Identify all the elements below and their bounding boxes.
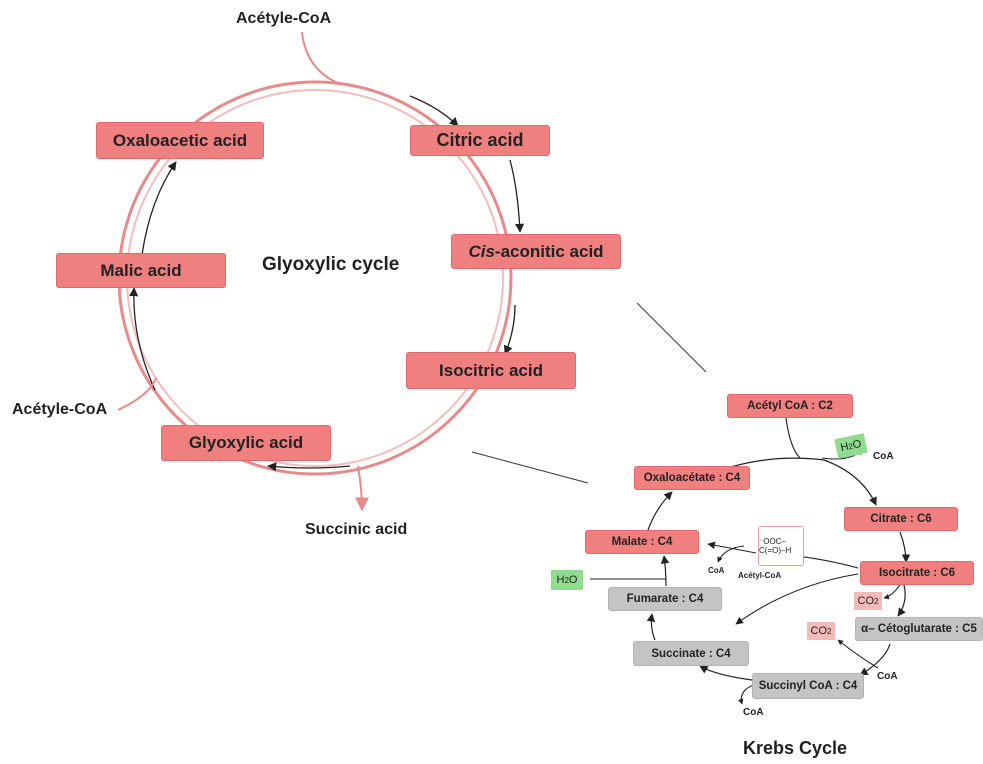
krebs-node-succinyl-coa: Succinyl CoA : C4 xyxy=(752,673,864,699)
acetyl-coa-left-label: Acétyle-CoA xyxy=(12,401,108,418)
krebs-node-fumarate: Fumarate : C4 xyxy=(608,587,722,611)
krebs-node-isocitrate: Isocitrate : C6 xyxy=(860,561,974,585)
krebs-cycle-title: Krebs Cycle xyxy=(743,738,848,758)
node-cis-aconitic-acid: Cis-aconitic acid xyxy=(451,234,621,269)
node-glyoxylic-acid: Glyoxylic acid xyxy=(161,425,331,461)
succinic-acid-label: Succinic acid xyxy=(305,521,408,538)
arrow-to-oxaloacetic xyxy=(141,161,177,256)
zoom-line-bottom xyxy=(471,451,589,484)
acetyl-coa-top-label: Acétyle-CoA xyxy=(236,10,332,27)
krebs-coa-malate: CoA xyxy=(708,566,725,575)
krebs-succinate-to-fumarate xyxy=(646,613,656,641)
arrow-to-citric xyxy=(409,95,459,127)
h2o-left-o: O xyxy=(568,574,578,586)
krebs-acetyl-coa-small: Acétyl-CoA xyxy=(738,571,782,580)
h2o-left-sub: 2 xyxy=(564,575,569,585)
arrow-to-cis xyxy=(509,159,525,233)
shunt-acetylcoa-branch xyxy=(717,545,745,563)
krebs-kg-to-succinyl xyxy=(859,643,891,676)
krebs-coa-succinyl: CoA xyxy=(743,707,764,718)
arrow-to-malic xyxy=(129,287,156,391)
krebs-node-oxaloacetate: Oxaloacétate : C4 xyxy=(634,466,750,490)
krebs-coa-top: CoA xyxy=(873,451,894,462)
krebs-isocitrate-to-kg xyxy=(897,584,906,617)
glyoxylic-cycle-title: Glyoxylic cycle xyxy=(262,254,400,275)
co2-a-sub: 2 xyxy=(874,596,879,606)
shunt-isocitrate-to-succinate xyxy=(735,573,859,625)
arrow-to-isocitric xyxy=(503,304,516,355)
krebs-fumarate-to-malate xyxy=(660,555,670,587)
krebs-node-succinate: Succinate : C4 xyxy=(633,641,749,666)
co2-b-sub: 2 xyxy=(827,626,832,636)
acetyl-input-top xyxy=(301,31,341,85)
krebs-malate-to-oxaloacetate xyxy=(647,491,673,531)
krebs-coa-kg: CoA xyxy=(877,671,898,682)
h2o-top-o: O xyxy=(851,437,863,452)
krebs-node-citrate: Citrate : C6 xyxy=(844,507,958,531)
krebs-node-malate: Malate : C4 xyxy=(585,530,699,554)
node-oxaloacetic-acid: Oxaloacetic acid xyxy=(96,122,264,159)
co2-a-co: CO xyxy=(857,595,875,607)
node-citric-acid: Citric acid xyxy=(410,125,550,156)
krebs-succinyl-to-succinate xyxy=(699,665,753,681)
krebs-node-acetyl-coa: Acétyl CoA : C2 xyxy=(727,394,853,418)
cis-prefix: Cis xyxy=(468,241,495,261)
h2o-left-h: H xyxy=(556,574,565,586)
krebs-node-alpha-ketoglutarate: α– Cétoglutarate : C5 xyxy=(855,617,983,641)
co2-b-co: CO xyxy=(810,625,828,637)
krebs-citrate-to-isocitrate xyxy=(899,531,911,563)
zoom-line-top xyxy=(636,302,707,373)
acetyl-input-left xyxy=(117,377,157,411)
glyoxylate-structure: ⁻OOC–C(=O)–H xyxy=(758,526,804,566)
krebs-co2-release-b xyxy=(837,639,879,669)
krebs-acetyl-entry xyxy=(785,417,801,459)
node-isocitric-acid: Isocitric acid xyxy=(406,352,576,389)
arrow-to-glyoxylic xyxy=(267,462,351,472)
shunt-glyoxylate-to-malate xyxy=(707,541,757,554)
cis-suffix: -aconitic acid xyxy=(494,241,604,261)
node-malic-acid: Malic acid xyxy=(56,253,226,288)
succinic-output xyxy=(354,465,369,512)
